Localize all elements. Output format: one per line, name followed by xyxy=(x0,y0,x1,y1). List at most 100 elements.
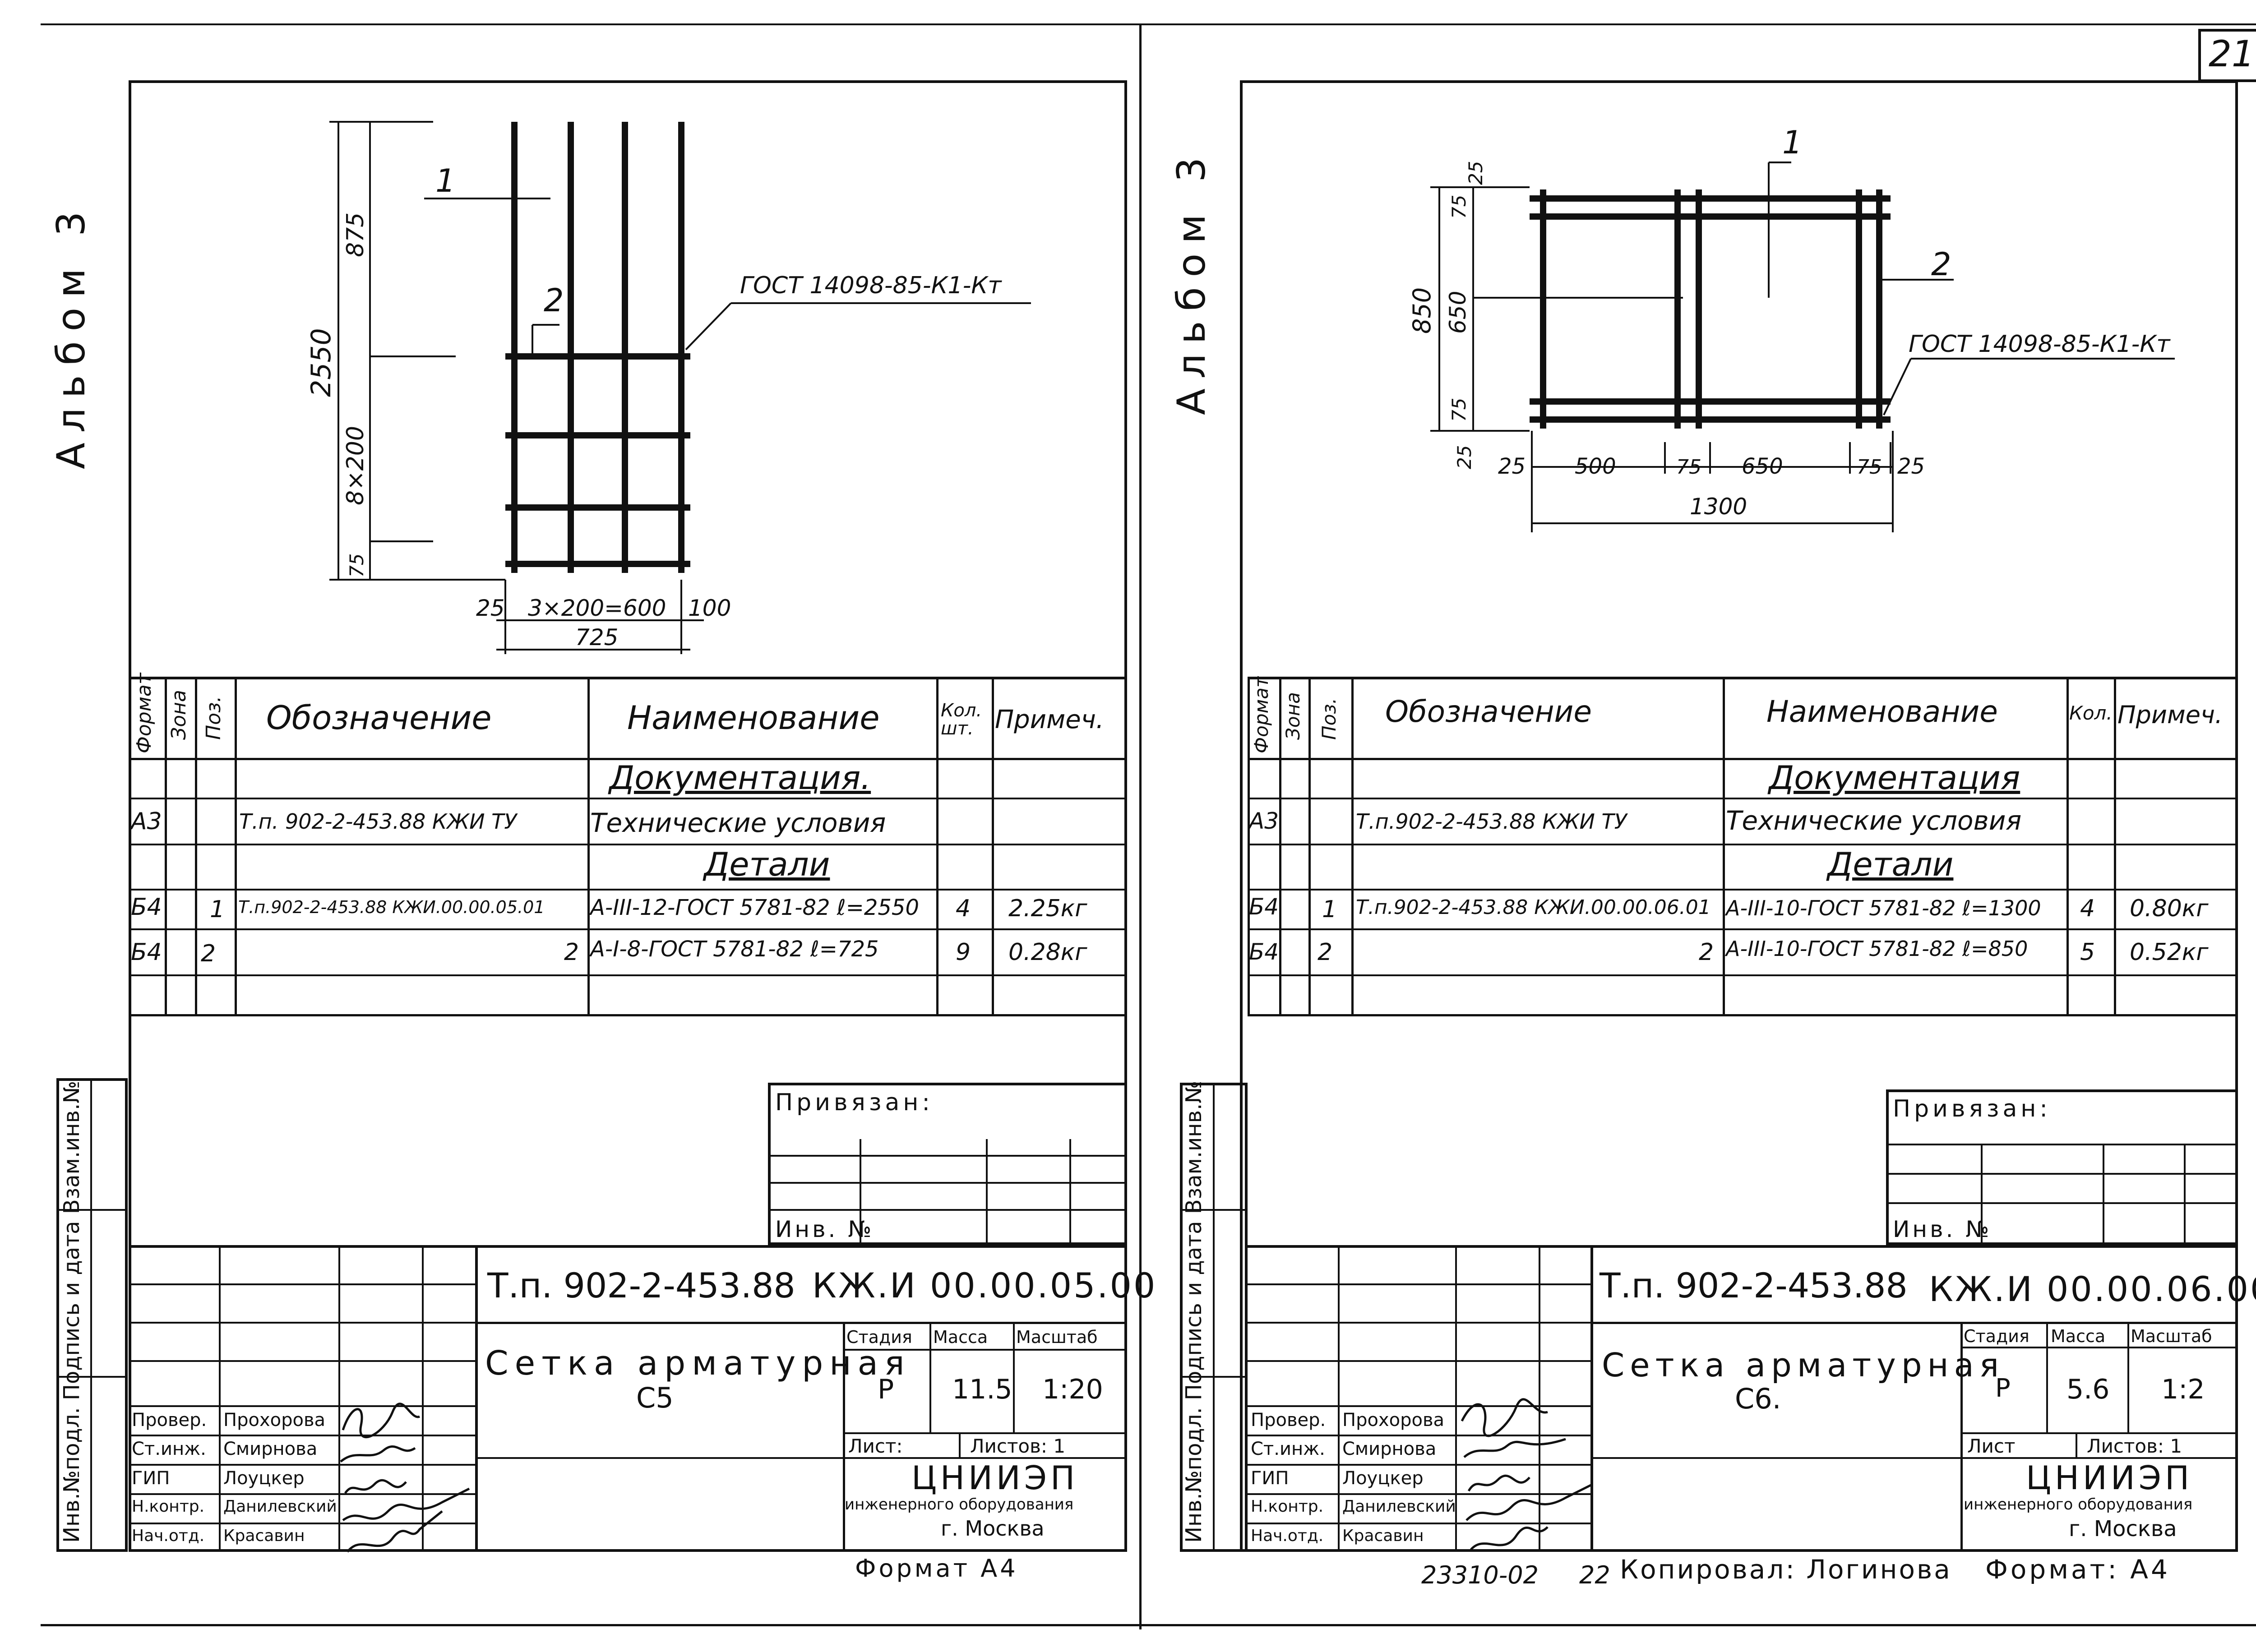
stage-label: Стадия xyxy=(846,1327,912,1347)
scale-value: 1:2 xyxy=(2161,1374,2205,1405)
mass-label: Масса xyxy=(2051,1326,2106,1346)
stage-value: Р xyxy=(1995,1374,2011,1403)
privyazan-label: Привязан: xyxy=(1893,1095,2051,1122)
dim-b75: 75 xyxy=(1448,398,1470,422)
role-label: Н.контр. xyxy=(132,1497,205,1516)
pos-1-label: 1 xyxy=(435,162,456,199)
dim-bottom: 25 xyxy=(1453,445,1475,469)
sheet-frame xyxy=(129,80,1127,1552)
person-name: Красавин xyxy=(1342,1527,1424,1545)
person-name: Лоуцкер xyxy=(1342,1468,1424,1489)
person-name: Красавин xyxy=(223,1527,305,1545)
row-qty: 4 xyxy=(2080,895,2095,922)
row-pos: 2 xyxy=(201,940,216,967)
row-name: Технические условия xyxy=(590,808,886,838)
row-qty: 9 xyxy=(956,939,971,966)
row-name: Технические условия xyxy=(1726,805,2022,836)
page-number: 21 xyxy=(2209,33,2255,75)
col-qty: Кол. xyxy=(2069,702,2113,724)
dim-span: 3×200=600 xyxy=(528,595,666,621)
dim-r25: 25 xyxy=(1897,454,1925,479)
center-divider xyxy=(1139,23,1142,1629)
privyazan-label: Привязан: xyxy=(775,1089,934,1116)
section-doc: Документация xyxy=(1769,759,2020,797)
drawing-name: Сетка арматурная xyxy=(485,1344,911,1383)
dim-75b: 75 xyxy=(1857,456,1882,479)
row-designation: 2 xyxy=(564,939,579,966)
pos-1-label: 1 xyxy=(1782,124,1803,161)
mesh-drawing-c6: 1 2 ГОСТ 14098-85-К1-Кт 850 25 75 650 75… xyxy=(1408,124,2175,532)
section-details: Детали xyxy=(1827,845,1954,883)
dim-l25: 25 xyxy=(1498,454,1526,479)
top-rule xyxy=(41,23,2256,25)
org-city: г. Москва xyxy=(2069,1516,2177,1541)
role-label: Ст.инж. xyxy=(1251,1439,1325,1459)
col-format: Формат xyxy=(1250,676,1272,753)
side-stamp-text: Инв.№подл. Подпись и дата Взам.инв.№ xyxy=(59,1080,84,1543)
role-label: Н.контр. xyxy=(1251,1497,1324,1516)
dim-total-height: 850 xyxy=(1408,287,1436,334)
role-label: Нач.отд. xyxy=(1251,1527,1324,1545)
side-stamp-text: Инв.№подл. Подпись и дата Взам.инв.№ xyxy=(1181,1080,1207,1543)
row-format: А3 xyxy=(131,808,162,835)
dim-top: 25 xyxy=(1465,161,1487,185)
inv-no-label: Инв. № xyxy=(775,1216,874,1242)
scale-value: 1:20 xyxy=(1042,1374,1103,1405)
row-format: Б4 xyxy=(131,939,162,966)
col-zone: Зона xyxy=(167,690,190,740)
col-format: Формат xyxy=(133,673,156,753)
row-format: А3 xyxy=(1249,808,1279,834)
dim-right: 100 xyxy=(688,595,731,621)
person-name: Прохорова xyxy=(223,1410,326,1431)
format-label: Формат А4 xyxy=(855,1554,1018,1583)
row-designation: Т.п.902-2-453.88 КЖИ.00.00.05.01 xyxy=(238,897,545,917)
org-name: инженерного оборудования xyxy=(845,1495,1074,1514)
dim-mid: 8×200 xyxy=(342,426,369,505)
sheets-count: Листов: 1 xyxy=(2087,1435,2182,1457)
row-name: А-III-10-ГОСТ 5781-82 ℓ=850 xyxy=(1726,937,2028,961)
row-note: 0.28кг xyxy=(1008,939,1087,966)
copied-by: Копировал: Логинова xyxy=(1620,1554,1952,1585)
row-format: Б4 xyxy=(1249,894,1279,920)
person-name: Лоуцкер xyxy=(223,1468,305,1489)
signatures xyxy=(340,1403,470,1553)
role-label: ГИП xyxy=(132,1468,170,1489)
col-pos: Поз. xyxy=(202,696,225,740)
row-note: 2.25кг xyxy=(1008,895,1087,922)
dim-total-width: 1300 xyxy=(1690,494,1747,520)
col-name: Наименование xyxy=(627,699,880,737)
row-designation: Т.п.902-2-453.88 КЖИ.00.00.06.01 xyxy=(1356,896,1711,919)
row-note: 0.52кг xyxy=(2130,939,2209,966)
col-note: Примеч. xyxy=(2117,701,2223,729)
project-number: Т.п. 902-2-453.88 xyxy=(1600,1265,1908,1306)
drawing-mark: С6. xyxy=(1735,1382,1781,1415)
mesh-drawing-c5: 1 2 ГОСТ 14098-85-К1-Кт 2550 875 8×200 7… xyxy=(305,121,1031,654)
mass-label: Масса xyxy=(933,1327,988,1347)
dim-75a: 75 xyxy=(1676,456,1701,479)
col-designation: Обозначение xyxy=(1385,694,1592,729)
dim-bottom: 75 xyxy=(346,554,368,577)
pos-2-label: 2 xyxy=(1931,246,1951,283)
album-label: Альбом 3 xyxy=(49,201,94,469)
dim-total-height: 2550 xyxy=(305,328,337,397)
person-name: Смирнова xyxy=(1342,1439,1437,1459)
format-label: Формат: А4 xyxy=(1985,1554,2170,1585)
sheet-label: Лист xyxy=(1967,1435,2016,1457)
stage-value: Р xyxy=(878,1374,894,1405)
drawing-code: КЖ.И 00.00.05.00 xyxy=(812,1265,1157,1306)
person-name: Данилевский xyxy=(223,1497,337,1516)
org-name: ЦНИИЭП xyxy=(2026,1459,2193,1497)
role-label: Ст.инж. xyxy=(132,1439,206,1459)
col-qty: Кол. шт. xyxy=(941,700,982,739)
role-label: ГИП xyxy=(1251,1468,1289,1489)
gost-label: ГОСТ 14098-85-К1-Кт xyxy=(740,272,1002,299)
row-pos: 1 xyxy=(1322,896,1337,923)
drawing-mark: С5 xyxy=(636,1381,674,1414)
col-name: Наименование xyxy=(1766,694,1998,729)
dim-left: 25 xyxy=(476,595,505,621)
gost-label: ГОСТ 14098-85-К1-Кт xyxy=(1909,331,2171,358)
row-format: Б4 xyxy=(1249,939,1279,965)
row-qty: 4 xyxy=(956,895,971,922)
row-note: 0.80кг xyxy=(2130,895,2209,922)
scale-label: Масштаб xyxy=(2131,1326,2212,1346)
